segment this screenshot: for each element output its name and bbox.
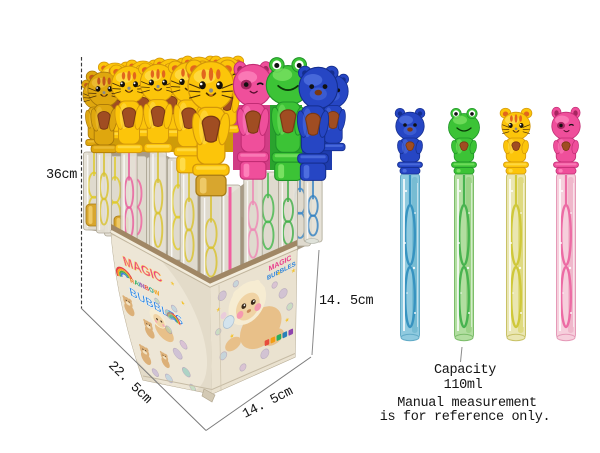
svg-text:36cm: 36cm [46, 168, 77, 183]
svg-text:Capacity: Capacity [434, 363, 496, 378]
svg-text:110ml: 110ml [444, 378, 483, 393]
svg-text:14. 5cm: 14. 5cm [319, 294, 374, 309]
svg-text:Manual measurement: Manual measurement [397, 396, 537, 411]
svg-text:is for reference only.: is for reference only. [380, 410, 551, 425]
